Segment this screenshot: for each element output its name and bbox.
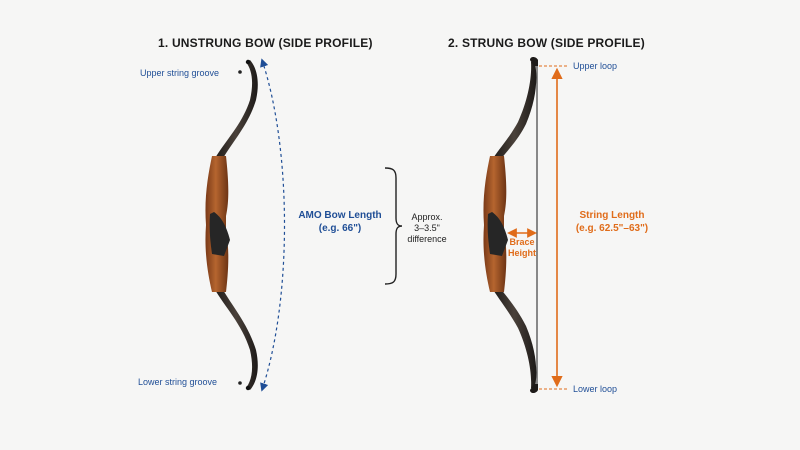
string-length-value: (e.g. 62.5"–63") [575, 223, 649, 234]
lower-groove-label: Lower string groove [138, 377, 218, 387]
difference-line-1: Approx. [411, 212, 443, 222]
strung-upper-tip [530, 57, 538, 66]
amo-length-label: AMO Bow Length [298, 210, 382, 221]
strung-bow [483, 57, 568, 393]
unstrung-title: 1. UNSTRUNG BOW (SIDE PROFILE) [158, 36, 373, 50]
difference-brace [384, 167, 403, 285]
strung-lower-tip [530, 384, 538, 393]
unstrung-bow [205, 58, 286, 392]
unstrung-grip [209, 212, 230, 256]
upper-groove-label: Upper string groove [140, 68, 220, 78]
strung-lower-limb [492, 288, 537, 388]
unstrung-lower-limb [214, 288, 258, 390]
difference-line-3: difference [407, 234, 447, 244]
unstrung-lower-groove [245, 385, 251, 391]
brace-height-line-2: Height [508, 248, 536, 258]
strung-title: 2. STRUNG BOW (SIDE PROFILE) [448, 36, 645, 50]
brace-height-line-1: Brace [509, 237, 535, 247]
strung-upper-limb [492, 62, 537, 160]
lower-loop-label: Lower loop [573, 384, 618, 394]
lower-groove-pointer-dot [238, 381, 242, 385]
strung-grip [487, 212, 508, 256]
amo-length-value: (e.g. 66") [318, 223, 362, 234]
unstrung-upper-groove [245, 59, 251, 65]
amo-length-arc [260, 58, 286, 392]
unstrung-upper-limb [214, 60, 258, 160]
string-length-label: String Length [579, 210, 645, 221]
difference-line-2: 3–3.5" [414, 223, 440, 233]
upper-groove-pointer-dot [238, 70, 242, 74]
upper-loop-label: Upper loop [573, 61, 618, 71]
